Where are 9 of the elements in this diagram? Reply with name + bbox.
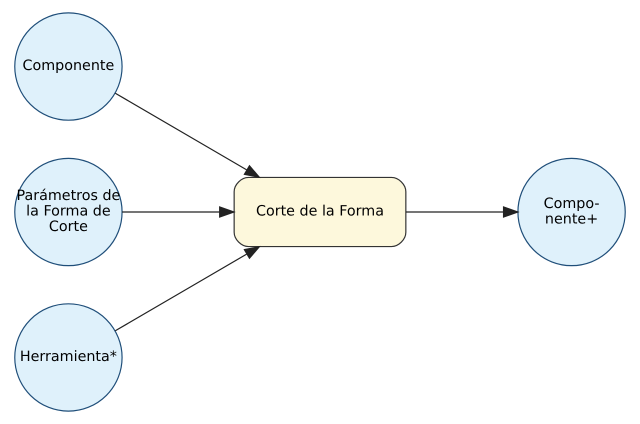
node-circle: Parámetros de la Forma de Corte (14, 158, 123, 266)
node-box: Corte de la Forma (234, 176, 406, 248)
arrow (406, 206, 520, 218)
node-circle: Componente (14, 12, 123, 121)
arrow (115, 92, 261, 178)
node-circle: Herramienta* (14, 303, 123, 412)
arrow (122, 206, 236, 218)
node-circle: Compo- nente+ (517, 158, 626, 266)
arrow (115, 246, 261, 332)
